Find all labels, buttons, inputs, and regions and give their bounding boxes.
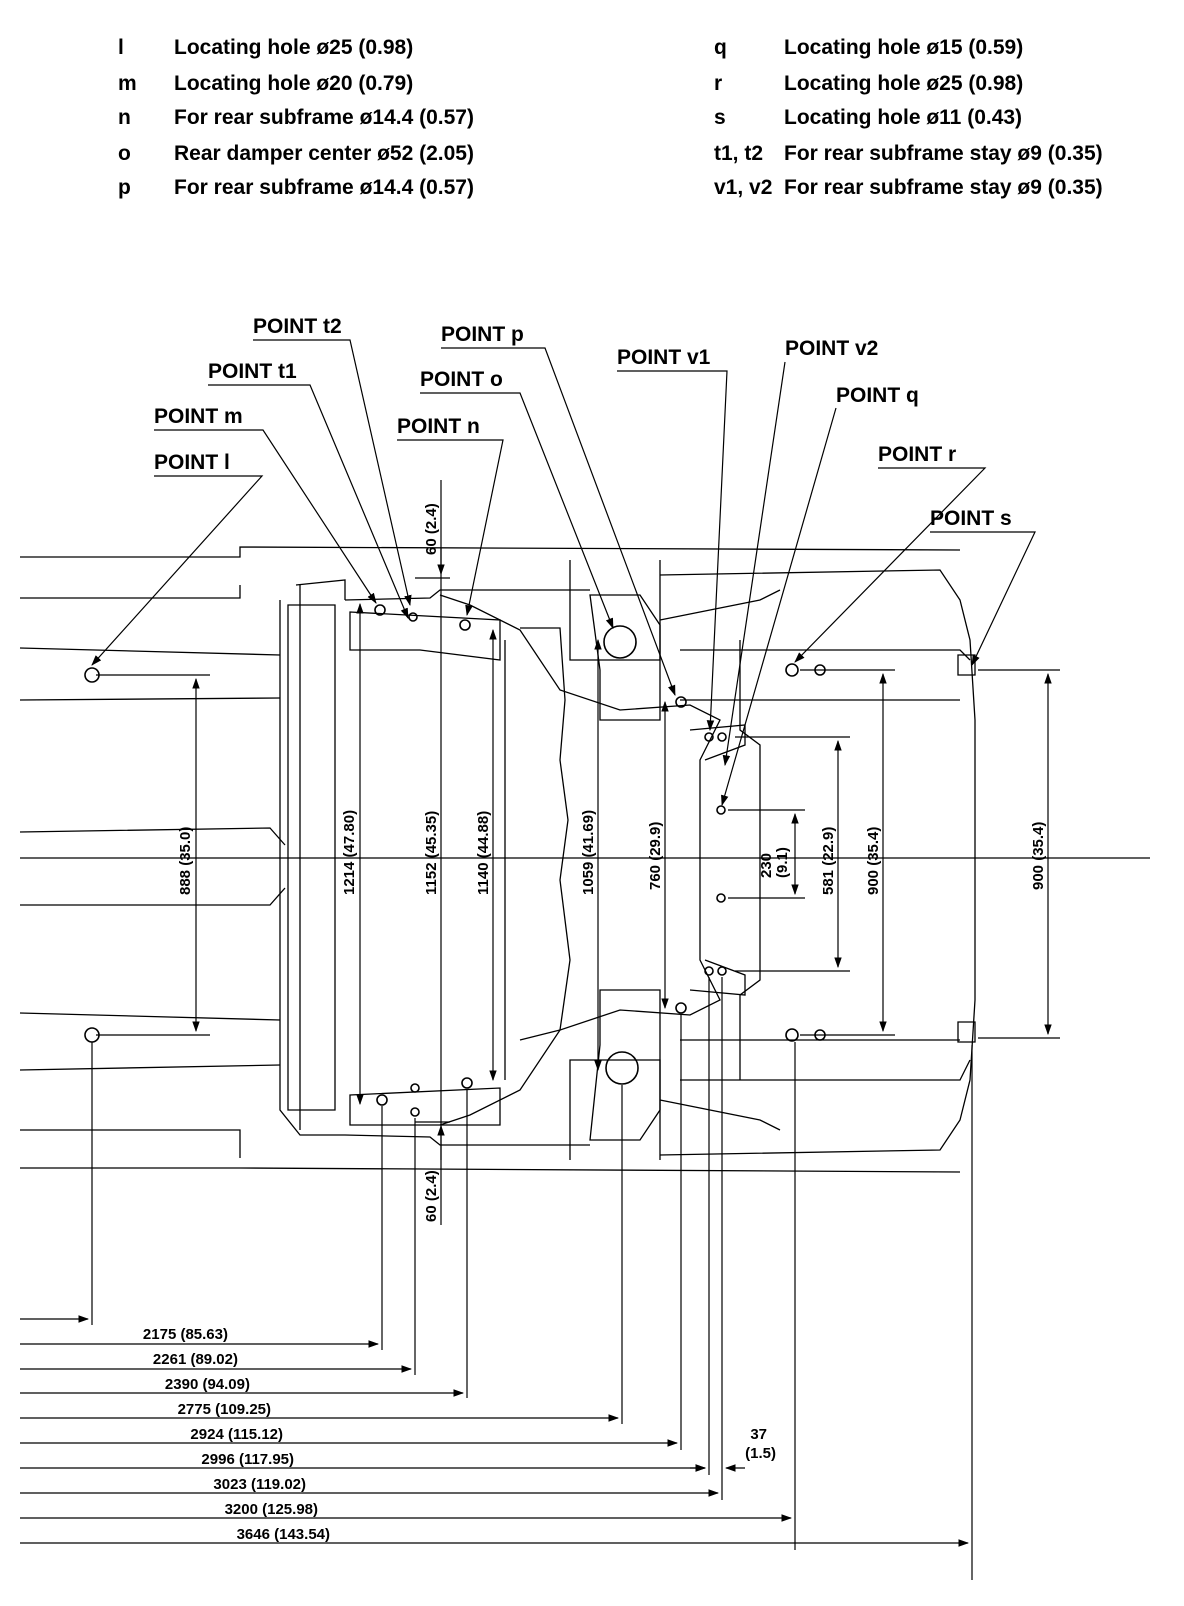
label-point-v1: POINT v1 [617,346,711,369]
legend-code: n [118,106,131,129]
label-point-v2: POINT v2 [785,337,878,360]
legend-code: q [714,36,727,59]
label-point-m: POINT m [154,405,243,428]
legend-desc: Locating hole ø25 (0.98) [174,36,414,59]
hole-t-bot-b [410,1107,420,1117]
dim-2175: 2175 (85.63) [143,1326,228,1343]
vertical-dim-text: 888 (35.0) 1214 (47.80) 1152 (45.35) 114… [177,503,1047,1222]
dim-888: 888 (35.0) [177,827,194,895]
point-labels [91,339,1036,807]
legend-desc: Rear damper center ø52 (2.05) [174,142,474,165]
hole-t-bot-a [410,1083,420,1093]
dim-60-bottom: 60 (2.4) [423,1170,440,1222]
hole-p-top [675,696,687,708]
label-point-n: POINT n [397,415,480,438]
dim-3200: 3200 (125.98) [225,1501,318,1518]
legend-desc: Locating hole ø25 (0.98) [784,72,1024,95]
horizontal-dim-text: 2175 (85.63) 2261 (89.02) 2390 (94.09) 2… [143,1326,776,1543]
dim-3023: 3023 (119.02) [213,1476,306,1493]
hole-v-bot-a [704,966,714,976]
legend-desc: Locating hole ø20 (0.79) [174,72,414,95]
legend-desc: Locating hole ø11 (0.43) [784,106,1023,129]
hole-v-top-b [717,732,727,742]
dim-581: 581 (22.9) [820,827,837,895]
hole-m-top [374,604,386,616]
legend-code: t1, t2 [714,142,764,165]
label-point-l: POINT l [154,451,230,474]
hole-v-bot-b [717,966,727,976]
legend-code: l [118,36,124,59]
dim-37: 37 [750,1426,767,1443]
hole-p-bot [675,1002,687,1014]
hole-o-bot [605,1051,639,1085]
dim-1059: 1059 (41.69) [580,810,597,895]
dim-60-top: 60 (2.4) [423,503,440,555]
hole-n-top [459,619,471,631]
label-point-q: POINT q [836,384,919,407]
dim-900-right: 900 (35.4) [1030,822,1047,890]
dim-760: 760 (29.9) [647,822,664,890]
hole-m-bot [376,1094,388,1106]
legend-desc: For rear subframe stay ø9 (0.35) [784,176,1103,199]
hole-t-top [408,612,418,622]
legend-desc: Locating hole ø15 (0.59) [784,36,1024,59]
legend-code: v1, v2 [714,176,773,199]
dim-2775: 2775 (109.25) [178,1401,271,1418]
dim-1140: 1140 (44.88) [475,811,492,895]
dim-1214: 1214 (47.80) [341,810,358,895]
dim-2390: 2390 (94.09) [165,1376,250,1393]
label-point-t2: POINT t2 [253,315,342,338]
label-point-r: POINT r [878,443,956,466]
dim-230: 230 [758,853,775,878]
label-point-p: POINT p [441,323,524,346]
dim-3646: 3646 (143.54) [237,1526,330,1543]
dim-900-left: 900 (35.4) [865,827,882,895]
legend-code: p [118,176,131,199]
legend-desc: For rear subframe ø14.4 (0.57) [174,106,474,129]
hole-n-bot [461,1077,473,1089]
hole-q-top [785,663,799,677]
dim-2261: 2261 (89.02) [153,1351,238,1368]
label-point-s: POINT s [930,507,1012,530]
dim-2996: 2996 (117.95) [201,1451,294,1468]
dim-37-inch: (1.5) [745,1445,776,1462]
point-label-text: POINT t2 POINT p POINT v1 POINT v2 POINT… [154,315,1012,530]
legend-desc: For rear subframe stay ø9 (0.35) [784,142,1103,165]
dim-1152: 1152 (45.35) [423,811,440,895]
legend-code: m [118,72,137,95]
hole-r-mid-top [716,805,726,815]
legend-code: r [714,72,723,95]
label-point-t1: POINT t1 [208,360,297,383]
label-point-o: POINT o [420,368,503,391]
hole-v-top-a [704,732,714,742]
hole-r-mid-bot [716,893,726,903]
dim-230-inch: (9.1) [774,847,791,878]
legend-code: o [118,142,131,165]
horizontal-dimensions [20,977,973,1580]
frame-outline [19,546,976,1173]
legend-desc: For rear subframe ø14.4 (0.57) [174,176,474,199]
vertical-dimensions [96,480,1060,1225]
dim-2924: 2924 (115.12) [190,1426,283,1443]
legend-code: s [714,106,726,129]
hole-o-top [603,625,637,659]
hole-q-bot [785,1028,799,1042]
holes [84,604,826,1117]
